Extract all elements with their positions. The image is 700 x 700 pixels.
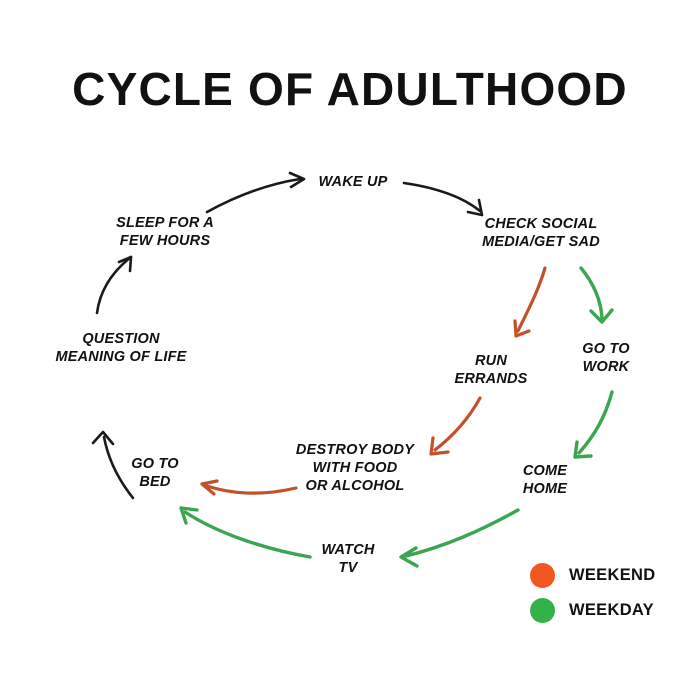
arrow-work-to-home [573, 390, 614, 459]
arrow-social-to-work [579, 266, 614, 324]
node-check-social-media: CHECK SOCIAL MEDIA/GET SAD [482, 216, 600, 250]
legend-label-weekday: WEEKDAY [569, 601, 654, 619]
arrow-social-to-errands [513, 266, 547, 338]
node-go-to-bed: GO TO BED [131, 456, 179, 490]
node-come-home: COME HOME [522, 463, 568, 497]
legend-item-weekend: WEEKEND [530, 558, 655, 593]
arrow-errands-to-destroy [429, 396, 482, 456]
arrow-tv-to-bed [179, 506, 312, 559]
page-title: CYCLE OF ADULTHOOD [72, 63, 628, 115]
legend-label-weekend: WEEKEND [569, 566, 656, 584]
node-watch-tv: WATCH TV [321, 542, 375, 576]
node-run-errands: RUN ERRANDS [454, 353, 528, 387]
arrow-bed-to-question [91, 430, 135, 500]
legend-item-weekday: WEEKDAY [530, 593, 655, 628]
legend-dot-green-icon [530, 598, 555, 623]
node-question-meaning-of-life: QUESTION MEANING OF LIFE [55, 331, 187, 365]
arrow-question-to-sleep [95, 255, 133, 315]
arrow-sleep-to-wake [205, 171, 306, 214]
arrow-destroy-to-bed [200, 479, 298, 496]
legend: WEEKEND WEEKDAY [530, 558, 655, 628]
node-sleep-for-a-few-hours: SLEEP FOR A FEW HOURS [116, 215, 214, 249]
legend-dot-orange-icon [530, 563, 555, 588]
node-destroy-body: DESTROY BODY WITH FOOD OR ALCOHOL [295, 442, 415, 494]
node-go-to-work: GO TO WORK [582, 341, 630, 375]
node-wake-up: WAKE UP [318, 174, 388, 190]
arrow-home-to-tv [399, 508, 520, 568]
arrow-wake-to-social [402, 181, 484, 217]
